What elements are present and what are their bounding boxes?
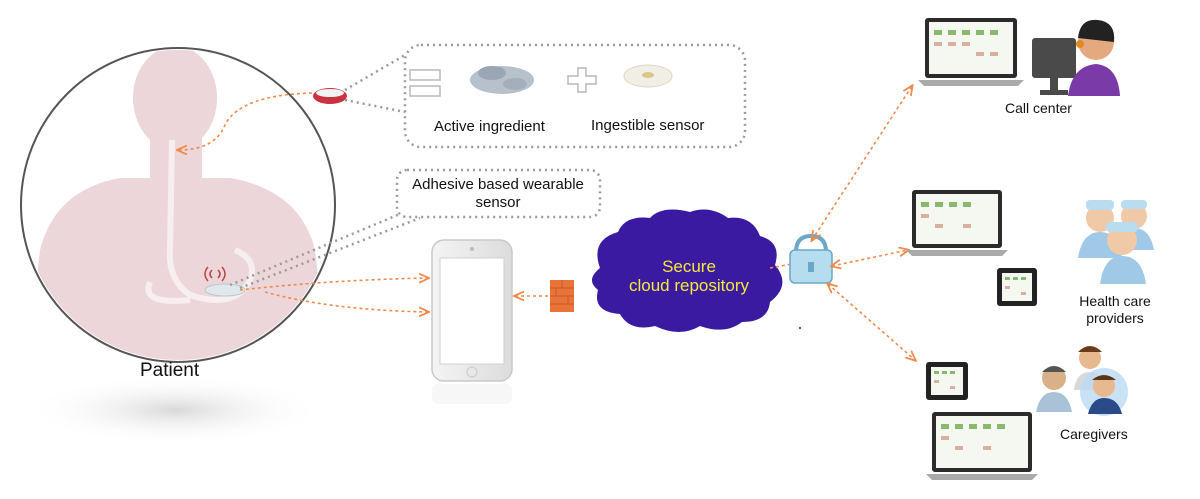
- pill-icon: [313, 88, 347, 104]
- tablet-icon: [926, 362, 968, 400]
- patient-phone-arrow-upper: [239, 278, 428, 291]
- call-center-label: Call center: [1005, 100, 1072, 116]
- cloud-label-line1: Secure: [662, 257, 716, 276]
- patient-phone-arrow-lower: [264, 291, 428, 312]
- equals-icon: [409, 69, 441, 97]
- lock-callcenter-arrow: [812, 86, 912, 240]
- wearable-sensor-label: Adhesive based wearable sensor: [398, 176, 598, 212]
- phone-icon: [431, 239, 513, 404]
- doctors-icon: [1078, 200, 1154, 284]
- health-care-label-line2: providers: [1086, 310, 1144, 326]
- cloud-icon: [591, 209, 783, 332]
- active-ingredient-label: Active ingredient: [434, 118, 545, 135]
- wearable-callout-box: [395, 168, 602, 219]
- dot-marker: [798, 326, 802, 330]
- plus-icon: [567, 67, 597, 93]
- caregivers-label: Caregivers: [1060, 426, 1128, 442]
- laptop-icon: [926, 412, 1038, 480]
- ingestible-sensor-icon: [623, 64, 673, 88]
- wearable-sensor-label-line2: sensor: [475, 194, 521, 211]
- caregivers-icon: [1036, 346, 1128, 416]
- lock-caregivers-arrow: [828, 284, 915, 360]
- cloud-label-line2: cloud repository: [628, 276, 749, 295]
- patient-illustration: [20, 47, 336, 363]
- wearable-callout-pointer-lower: [239, 216, 421, 290]
- active-ingredient-icon: [470, 66, 534, 94]
- operator-icon: [1032, 19, 1120, 96]
- cloud-label: Secure cloud repository: [604, 257, 774, 295]
- patient-label: Patient: [140, 360, 200, 381]
- pill-callout-box: [403, 43, 747, 149]
- lock-healthcare-arrow: [832, 250, 908, 266]
- pill-callout-pointer: [344, 53, 406, 92]
- lock-icon: [789, 233, 833, 284]
- laptop-icon: [906, 190, 1008, 256]
- wearable-callout-pointer: [229, 212, 401, 287]
- firewall-icon: [550, 280, 574, 312]
- cloud-lock-link: [769, 263, 793, 269]
- health-care-providers-label: Health care providers: [1070, 293, 1160, 327]
- health-care-label-line1: Health care: [1079, 293, 1151, 309]
- wearable-patch-icon: [204, 283, 246, 297]
- pill-callout-pointer-lower: [344, 98, 406, 114]
- ingestible-sensor-label: Ingestible sensor: [591, 117, 705, 134]
- laptop-icon: [918, 18, 1024, 86]
- patient-shadow: [25, 375, 325, 445]
- wearable-sensor-label-line1: Adhesive based wearable: [412, 176, 584, 193]
- wireless-signal-icon: [204, 266, 226, 282]
- tablet-icon: [997, 268, 1037, 306]
